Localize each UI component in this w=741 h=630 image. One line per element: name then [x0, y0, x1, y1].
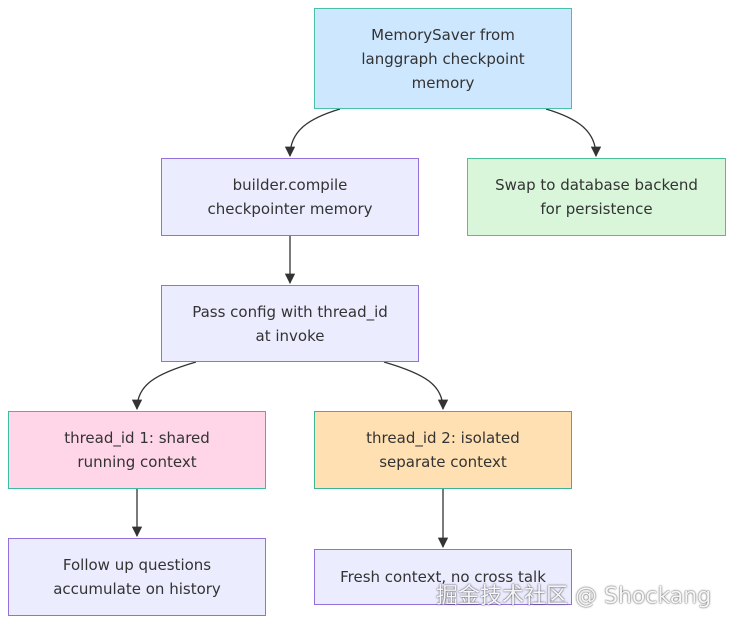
edge-memorysaver-to-compile: [284, 108, 341, 158]
node-fresh-context-label: Fresh context, no cross talk: [340, 568, 546, 586]
edge-config-to-thread1: [131, 361, 197, 411]
node-swap-database-backend: Swap to database backend for persistence: [467, 158, 726, 236]
node-thread-id-2: thread_id 2: isolated separate context: [314, 411, 572, 489]
node-thread-id-2-label: thread_id 2: isolated separate context: [366, 429, 520, 471]
edge-config-to-thread2: [383, 361, 449, 411]
watermark-text: 掘金技术社区 @ Shockang: [436, 584, 712, 609]
node-builder-compile-label: builder.compile checkpointer memory: [207, 176, 373, 218]
node-thread-id-1-label: thread_id 1: shared running context: [64, 429, 210, 471]
node-follow-up-questions-label: Follow up questions accumulate on histor…: [53, 556, 221, 598]
node-pass-config: Pass config with thread_id at invoke: [161, 285, 419, 362]
node-swap-database-backend-label: Swap to database backend for persistence: [495, 176, 698, 218]
node-thread-id-1: thread_id 1: shared running context: [8, 411, 266, 489]
edge-memorysaver-to-swap: [545, 108, 602, 158]
node-follow-up-questions: Follow up questions accumulate on histor…: [8, 538, 266, 616]
node-memorysaver: MemorySaver from langgraph checkpoint me…: [314, 8, 572, 109]
node-builder-compile: builder.compile checkpointer memory: [161, 158, 419, 236]
node-pass-config-label: Pass config with thread_id at invoke: [192, 302, 388, 345]
node-memorysaver-label: MemorySaver from langgraph checkpoint me…: [361, 25, 525, 92]
node-fresh-context: Fresh context, no cross talk: [314, 549, 572, 605]
